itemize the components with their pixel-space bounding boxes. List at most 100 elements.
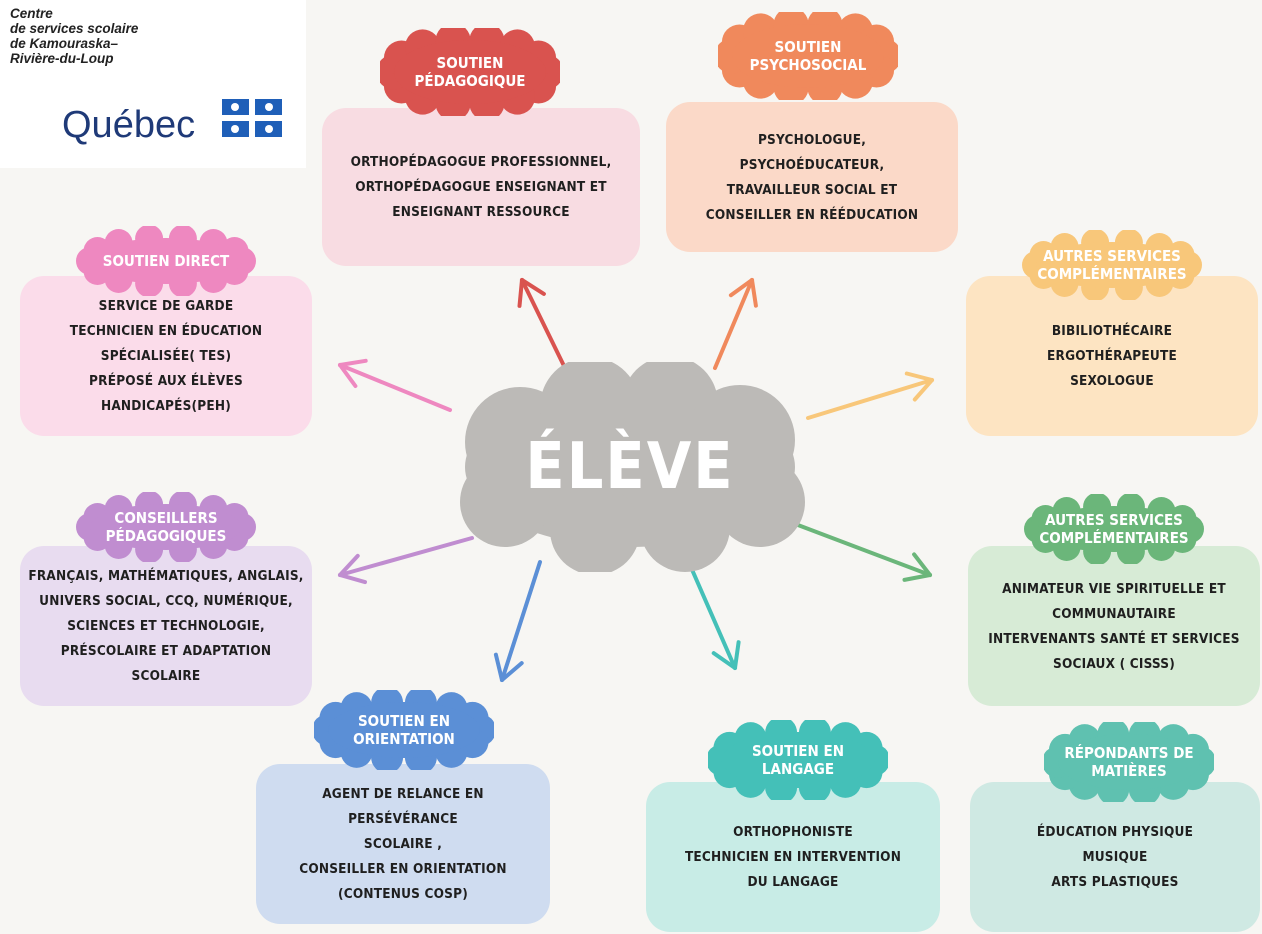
service-item: SCOLAIRE ,: [363, 836, 443, 852]
service-item: ERGOTHÉRAPEUTE: [1047, 348, 1177, 364]
category-title-line: ORIENTATION: [353, 730, 455, 748]
category-title-line: SOUTIEN EN: [751, 742, 845, 760]
organization-name-line: de services scolaire: [10, 21, 139, 36]
category-title-line: COMPLÉMENTAIRES: [1039, 529, 1189, 547]
service-item: SPÉCIALISÉE( TES): [100, 348, 232, 364]
service-item: INTERVENANTS SANTÉ ET SERVICES: [988, 630, 1240, 647]
service-list: ORTHOPÉDAGOGUE PROFESSIONNEL, ORTHOPÉDAGO…: [351, 151, 612, 223]
service-item: COMMUNAUTAIRE: [1052, 605, 1176, 622]
category-title-line: PÉDAGOGIQUES: [105, 527, 227, 545]
category-title-line: AUTRES SERVICES: [1043, 247, 1181, 265]
service-item: TECHNICIEN EN ÉDUCATION: [69, 323, 263, 339]
service-item: SERVICE DE GARDE: [98, 298, 234, 314]
service-list: AGENT DE RELANCE EN PERSÉVÉRANCE SCOLAIRE …: [299, 783, 507, 905]
service-item: ANIMATEUR VIE SPIRITUELLE ET: [1002, 580, 1226, 597]
center-cloud: ÉLÈVE: [430, 362, 830, 572]
service-item: DU LANGAGE: [747, 874, 839, 890]
category-title-line: SOUTIEN DIRECT: [102, 252, 230, 270]
service-item: FRANÇAIS, MATHÉMATIQUES, ANGLAIS,: [28, 568, 304, 584]
category-title: SOUTIEN DIRECT: [76, 226, 256, 296]
service-box-psychosocial: PSYCHOLOGUE,PSYCHOÉDUCATEUR,TRAVAILLEUR …: [666, 102, 958, 252]
service-item: PRÉPOSÉ AUX ÉLÈVES: [89, 373, 243, 389]
service-item: TECHNICIEN EN INTERVENTION: [684, 849, 902, 865]
service-box-conseillers: FRANÇAIS, MATHÉMATIQUES, ANGLAIS, UNIVERS…: [20, 546, 312, 706]
quebec-wordmark: Québec: [62, 104, 196, 146]
service-item: SCIENCES ET TECHNOLOGIE,: [67, 618, 265, 634]
service-list: BIBILIOTHÉCAIRE ERGOTHÉRAPEUTE SEXOLOGUE: [1047, 320, 1177, 392]
center-cloud-shape: [460, 362, 805, 572]
quebec-flag-icon: [222, 99, 282, 137]
service-item: ORTHOPHONISTE: [733, 824, 853, 840]
cloud-shape: [1044, 722, 1214, 802]
cloud-shape: [314, 690, 494, 770]
cloud-shape: [380, 28, 560, 116]
logo: Centre de services scolaire de Kamourask…: [0, 0, 306, 168]
organization-name: Centre de services scolaire de Kamourask…: [10, 6, 138, 66]
center-label: ÉLÈVE: [525, 430, 735, 504]
category-title-line: PÉDAGOGIQUE: [414, 72, 526, 90]
arrow-autres-1: [806, 371, 934, 420]
service-item: AGENT DE RELANCE EN: [322, 786, 484, 802]
service-item: SEXOLOGUE: [1070, 373, 1154, 389]
cloud-shape: [76, 492, 256, 562]
service-item: ORTHOPÉDAGOGUE ENSEIGNANT ET: [355, 179, 607, 195]
arrow-psychosocial: [713, 278, 758, 370]
arrow-langage: [688, 563, 741, 670]
arrow-orientation: [493, 560, 542, 682]
category-title-line: RÉPONDANTS DE: [1064, 744, 1194, 762]
organization-name-line: Centre: [10, 6, 53, 21]
arrow-conseillers: [338, 536, 474, 585]
cloud-shape: [708, 720, 888, 800]
service-list: ORTHOPHONISTE TECHNICIEN EN INTERVENTION D…: [685, 821, 901, 893]
service-item: CONSEILLER EN ORIENTATION: [299, 861, 507, 877]
service-box-autres-2: ANIMATEUR VIE SPIRITUELLE ET COMMUNAUTAIR…: [968, 546, 1260, 706]
category-title-line: SOUTIEN EN: [357, 712, 451, 730]
service-item: ÉDUCATION PHYSIQUE: [1036, 824, 1194, 840]
category-title-line: SOUTIEN: [436, 54, 504, 72]
service-item: PSYCHOLOGUE,: [757, 131, 867, 148]
arrow-autres-2: [788, 520, 932, 582]
arrow-pedagogique: [517, 278, 567, 370]
service-list: ANIMATEUR VIE SPIRITUELLE ET COMMUNAUTAIR…: [988, 578, 1240, 675]
arrow-direct: [338, 358, 452, 412]
category-title-line: AUTRES SERVICES: [1045, 511, 1183, 529]
category-title-line: MATIÈRES: [1091, 762, 1167, 780]
cloud-shape: [1024, 494, 1204, 564]
category-title-line: PSYCHOSOCIAL: [749, 56, 867, 74]
organization-name-line: de Kamouraska–: [10, 36, 119, 51]
service-item: UNIVERS SOCIAL, CCQ, NUMÉRIQUE,: [39, 593, 293, 609]
service-item: BIBILIOTHÉCAIRE: [1051, 323, 1173, 339]
service-item: PRÉSCOLAIRE ET ADAPTATION: [60, 643, 272, 659]
service-box-direct: SERVICE DE GARDE TECHNICIEN EN ÉDUCATION S…: [20, 276, 312, 436]
service-list: FRANÇAIS, MATHÉMATIQUES, ANGLAIS, UNIVERS…: [28, 565, 303, 687]
service-list: SERVICE DE GARDE TECHNICIEN EN ÉDUCATION S…: [70, 295, 263, 417]
category-title-line: LANGAGE: [761, 760, 835, 778]
service-item: SCOLAIRE: [131, 668, 201, 684]
service-box-autres-1: BIBILIOTHÉCAIRE ERGOTHÉRAPEUTE SEXOLOGUE: [966, 276, 1258, 436]
service-box-pedagogique: ORTHOPÉDAGOGUE PROFESSIONNEL, ORTHOPÉDAGO…: [322, 108, 640, 266]
service-box-langage: ORTHOPHONISTE TECHNICIEN EN INTERVENTION D…: [646, 782, 940, 932]
service-item: PERSÉVÉRANCE: [348, 811, 458, 827]
service-item: SOCIAUX ( CISSS): [1053, 655, 1175, 672]
service-item: HANDICAPÉS(PEH): [100, 398, 232, 414]
service-item: ORTHOPÉDAGOGUE PROFESSIONNEL,: [350, 154, 612, 170]
service-item: CONSEILLER EN RÉÉDUCATION: [705, 206, 919, 223]
